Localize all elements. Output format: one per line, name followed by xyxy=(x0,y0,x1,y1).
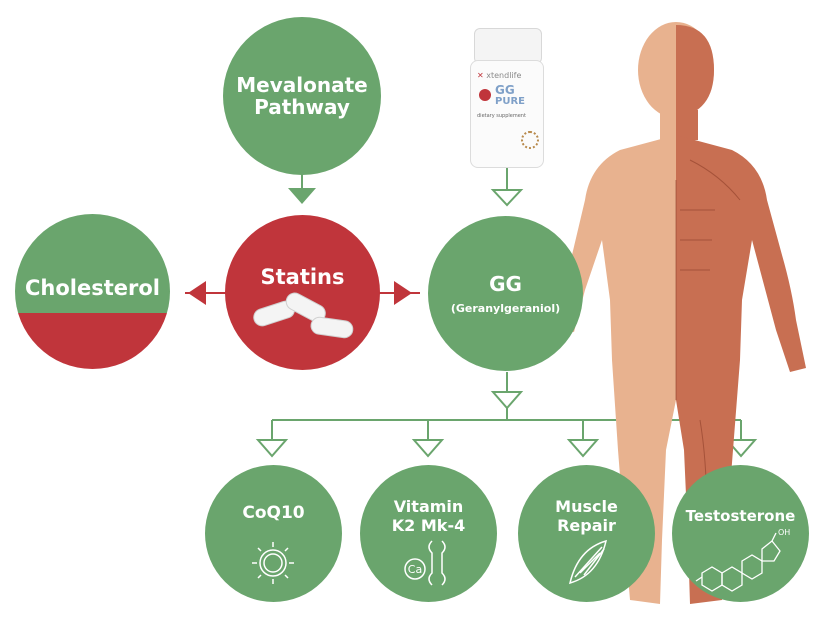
calcium-text: Ca xyxy=(408,563,422,576)
sun-icon xyxy=(252,542,294,584)
arrow-right xyxy=(394,281,412,305)
statins-node: Statins xyxy=(225,215,380,370)
arrow-down-outline xyxy=(724,439,758,458)
coq10-label: CoQ10 xyxy=(242,503,305,523)
bottle-cap xyxy=(474,28,542,64)
cholesterol-label: Cholesterol xyxy=(25,276,160,300)
cholesterol-node: Cholesterol xyxy=(15,214,170,369)
arrow-left xyxy=(188,281,206,305)
brand-icon: ✕ xyxy=(477,71,484,80)
testosterone-node: Testosterone OH xyxy=(672,465,809,602)
arrow-down-outline xyxy=(490,189,524,207)
product-subtitle: dietary supplement xyxy=(477,113,526,119)
muscle-icon xyxy=(568,539,608,585)
muscle-repair-label: Muscle Repair xyxy=(555,497,618,535)
capsule-icon xyxy=(253,292,354,339)
gg-label: GG xyxy=(489,272,522,296)
gg-sublabel: (Geranylgeraniol) xyxy=(450,302,561,315)
bone-icon: Ca xyxy=(404,540,446,586)
arrow-down-filled xyxy=(288,188,316,204)
mevalonate-pathway-node: Mevalonate Pathway xyxy=(223,17,381,175)
arrow-down-outline xyxy=(490,391,524,410)
product-logo-icon xyxy=(479,89,491,101)
mevalonate-label-line2: Pathway xyxy=(254,95,350,119)
oh-text: OH xyxy=(778,528,790,537)
brand-name: xtendlife xyxy=(486,71,522,80)
gg-node: GG (Geranylgeraniol) xyxy=(428,216,583,371)
testosterone-label: Testosterone xyxy=(685,507,796,525)
vitamin-k2-label: Vitamin K2 Mk-4 xyxy=(391,497,466,535)
arrow-down-outline xyxy=(255,439,289,458)
product-bottle: ✕ xtendlife GG PURE dietary supplement xyxy=(470,28,544,168)
mevalonate-label-line1: Mevalonate xyxy=(236,73,368,97)
vitamin-k2-node: Vitamin K2 Mk-4 Ca xyxy=(360,465,497,602)
statins-label: Statins xyxy=(260,265,345,289)
muscle-repair-node: Muscle Repair xyxy=(518,465,655,602)
product-name: GG PURE xyxy=(495,83,525,107)
coq10-node: CoQ10 xyxy=(205,465,342,602)
product-seal-icon xyxy=(521,131,539,149)
bottle-body: ✕ xtendlife GG PURE dietary supplement xyxy=(470,60,544,168)
arrow-down-outline xyxy=(411,439,445,458)
arrow-down-outline xyxy=(566,439,600,458)
steroid-molecule-icon: OH xyxy=(695,528,790,592)
